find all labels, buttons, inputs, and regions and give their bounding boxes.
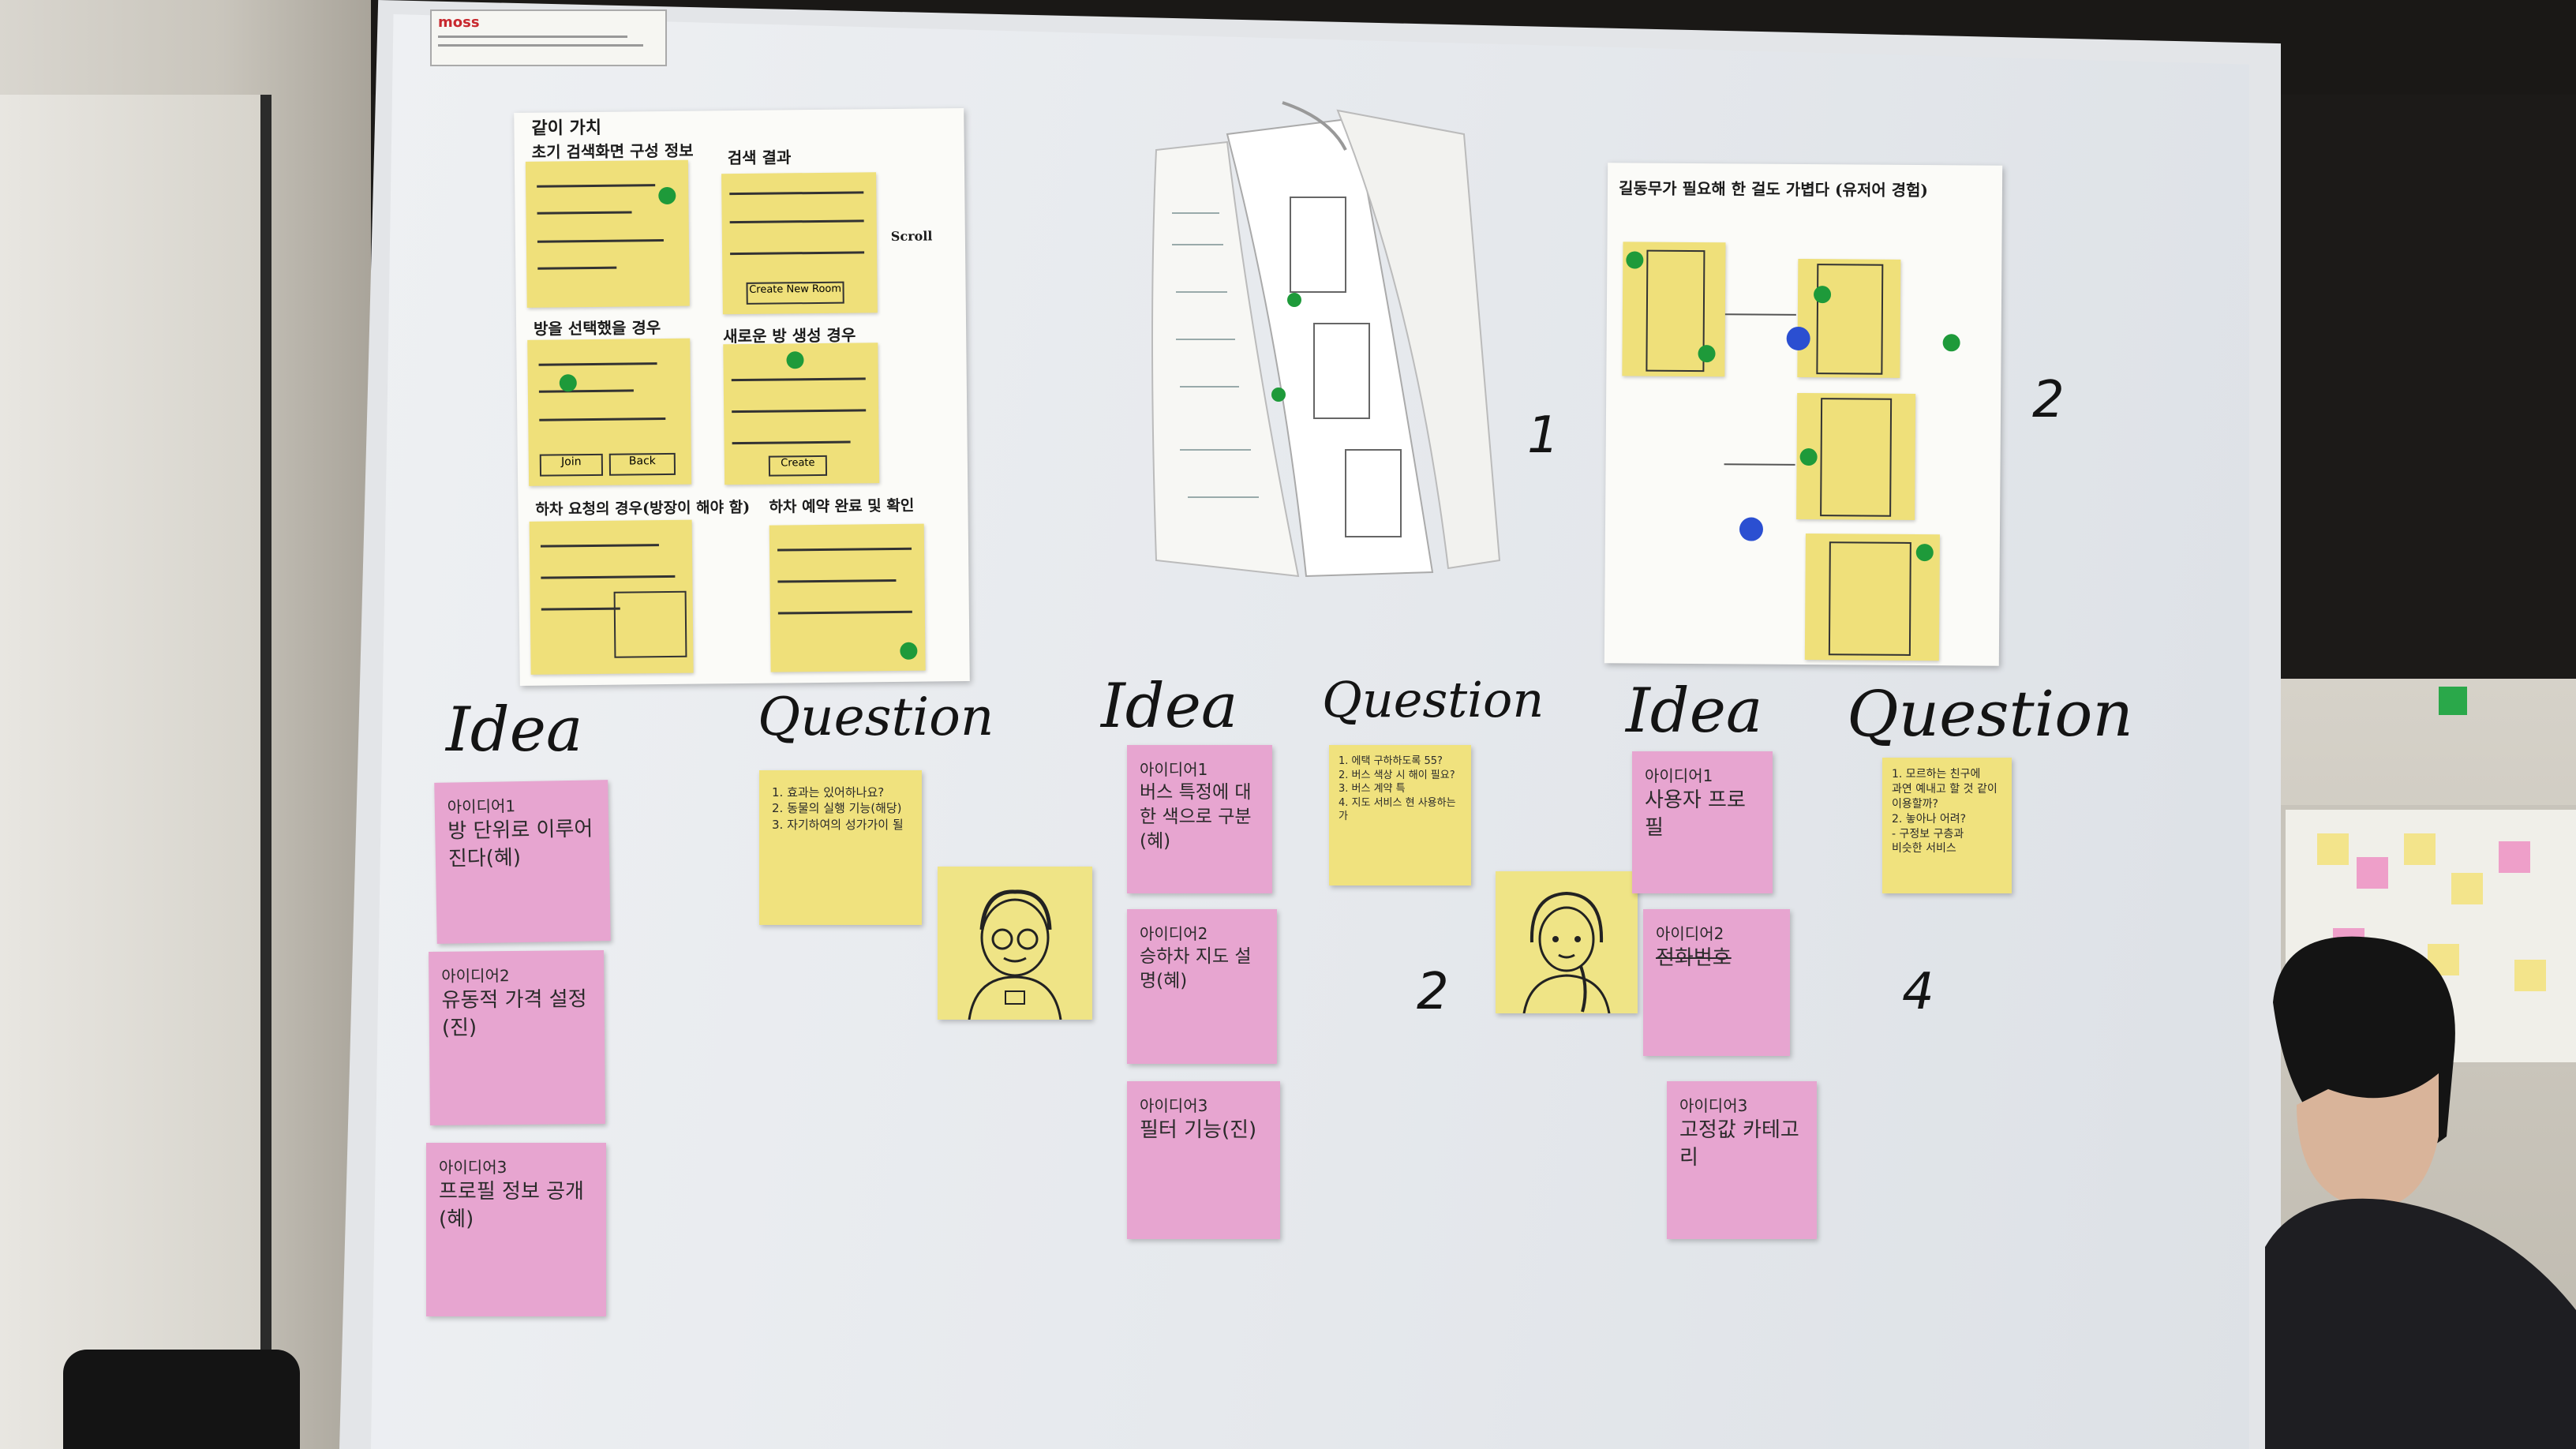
idea-sticky-note: 아이디어1 버스 특정에 대한 색으로 구분(혜) [1127,745,1272,893]
green-dot [1915,544,1934,562]
section-number: 2 [2032,371,2065,429]
create-new-room-button: Create New Room [746,281,844,305]
wireframe-note: Join Back [527,338,692,486]
background-sticky-note [2499,841,2530,873]
section-number: 4 [1902,963,1934,1021]
green-dot [1813,286,1832,304]
window-blind [0,95,271,1449]
wireframe-note: Create New Room [721,172,878,315]
green-dot [786,351,804,369]
idea-label: Idea [1626,676,1763,747]
question-label: Question [1322,671,1544,728]
person [2265,936,2576,1449]
idea-label: Idea [446,695,583,766]
brand-logo: moss [438,14,480,31]
idea-label: Idea [1101,671,1238,742]
green-dot [1698,345,1716,363]
sheet-heading: 초기 검색화면 구성 정보 [531,140,694,162]
wireframe-note [1804,534,1940,661]
question-sticky-note: 1. 효과는 있어하나요? 2. 동물의 실행 기능(해당) 3. 자기하여의 … [759,770,922,925]
green-dot [658,186,676,205]
sheet-heading: 하차 예약 완료 및 확인 [769,496,915,516]
sheet-heading: 검색 결과 [727,148,792,168]
background-sticky-note [2404,833,2436,865]
question-label: Question [758,687,994,747]
background-sticky-note [2514,960,2546,991]
back-button: Back [608,452,676,476]
background-sticky-note [2451,873,2483,904]
wireframe-note [769,523,926,672]
sheet-heading: 하차 요청의 경우(방장이 해야 함) [535,498,751,519]
idea-sticky-note: 아이디어1 방 단위로 이루어진다(혜) [434,780,611,944]
question-sticky-note: 1. 모르하는 친구에 과연 예내고 할 것 같이 이용할까? 2. 놓아나 어… [1882,758,2012,893]
scroll-label: Scroll [890,228,933,245]
wireframe-note [529,519,694,675]
wireframe-note [1796,392,1916,520]
wireframe-note: Create [723,343,880,485]
portrait-sticky-note [1496,871,1638,1013]
question-sticky-note: 1. 에택 구하하도록 55? 2. 버스 색상 시 해이 필요? 3. 버스 … [1329,745,1471,886]
sheet-title: 같이 가치 [531,117,602,139]
sheet-title: 길동무가 필요해 한 걸도 가볍다 (유저어 경험) [1618,178,1928,200]
wireframe-sheet-left: 같이 가치 초기 검색화면 구성 정보 검색 결과 Create New Roo… [514,108,970,686]
idea-sticky-note: 아이디어3 프로필 정보 공개(혜) [426,1143,606,1316]
wireframe-note [1797,258,1901,378]
idea-sticky-note: 아이디어3 고정값 카테고리 [1667,1081,1817,1239]
green-dot [559,374,577,392]
blue-dot [1739,517,1764,541]
question-label: Question [1847,677,2133,751]
brand-sticker: moss [430,9,667,66]
stapled-booklet [1151,101,1501,578]
section-number: 2 [1417,963,1449,1021]
black-bag [63,1350,300,1449]
idea-sticky-note: 아이디어2 전화번호 [1643,909,1790,1056]
background-sticky-note [2357,857,2388,889]
idea-sticky-note: 아이디어2 유동적 가격 설정(진) [429,950,605,1125]
idea-sticky-note: 아이디어2 승하차 지도 설명(혜) [1127,909,1277,1064]
green-dot [900,642,918,660]
exit-sign [2439,687,2467,715]
section-number: 1 [1527,406,1559,465]
join-button: Join [539,453,604,477]
portrait-sticky-note [938,867,1092,1020]
blue-dot [1786,326,1810,351]
idea-sticky-note: 아이디어3 필터 기능(진) [1127,1081,1280,1239]
create-button: Create [768,455,828,477]
wireframe-note [525,159,690,308]
background-sticky-note [2317,833,2349,865]
green-dot [1799,447,1818,466]
wireframe-note [1622,242,1726,377]
sheet-heading: 방을 선택했을 경우 [533,318,661,339]
wireframe-sheet-right: 길동무가 필요해 한 걸도 가볍다 (유저어 경험) [1604,163,2003,666]
idea-sticky-note: 아이디어1 사용자 프로필 [1632,751,1773,893]
green-dot [1626,251,1644,269]
green-dot [1942,334,1960,352]
